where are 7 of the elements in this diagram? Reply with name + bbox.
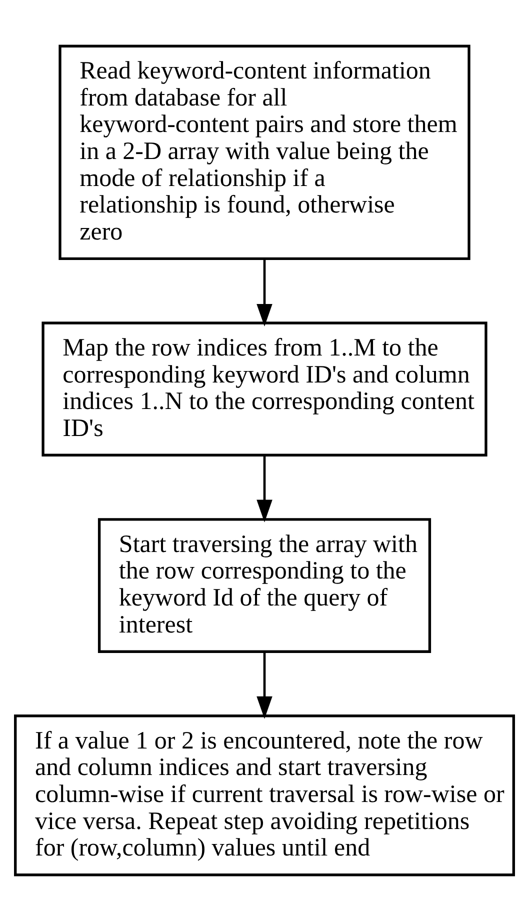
node-box: Start traversing the array with the row corresponding to the keyword Id of the query of interest <box>98 518 432 652</box>
node-box: Map the row indices from 1..M to the corresponding keyword ID's and column indices 1..N to the corresponding content ID's <box>42 321 488 456</box>
node-box: Read keyword-content information from database for all keyword-content pairs and store them in a 2-D array with value being the mode of relationship if a relationship is found, otherwise zero <box>58 44 470 260</box>
arrow <box>256 455 272 522</box>
arrow <box>256 258 272 326</box>
node-box: If a value 1 or 2 is encountered, note the row and column indices and start traversing column-wise if current traversal is row-wise or vice versa. Repeat step avoiding repetitions for (row,column) values until end <box>14 714 515 876</box>
arrow <box>256 652 272 718</box>
